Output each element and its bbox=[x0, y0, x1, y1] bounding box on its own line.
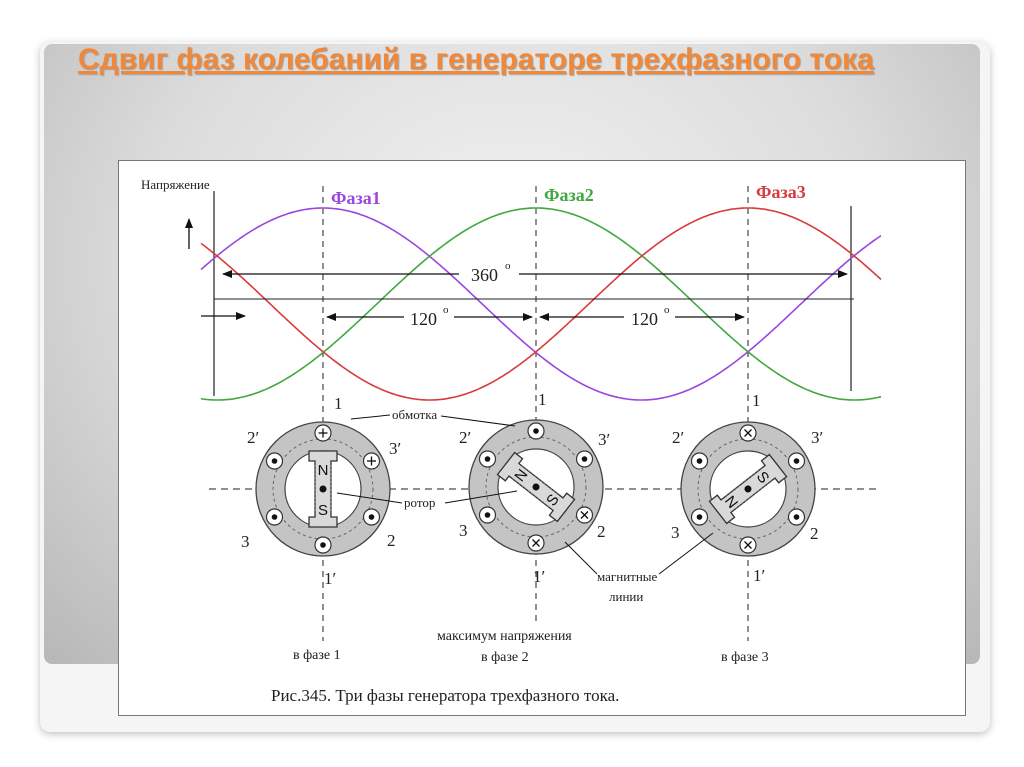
winding-leader-1 bbox=[440, 415, 516, 427]
caption-phase1: в фазе 1 bbox=[293, 648, 341, 663]
rotor-hatch bbox=[521, 465, 561, 496]
generator-phase3: SN bbox=[680, 421, 816, 557]
current-in-mark bbox=[580, 511, 589, 519]
gen3-terminal-3p: 3′ bbox=[811, 428, 823, 447]
figure-caption: Рис.345. Три фазы генератора трехфазного… bbox=[271, 686, 619, 705]
magnetic-lines-leader-1 bbox=[564, 541, 598, 575]
gen3-terminal-3: 3 bbox=[671, 523, 680, 542]
gen2-terminal-2p: 2′ bbox=[459, 428, 471, 447]
current-out-dot bbox=[271, 458, 278, 464]
shift1-degree-mark: o bbox=[443, 304, 449, 316]
gen1-terminal-2p: 2′ bbox=[247, 428, 259, 447]
shift2-label: 120 bbox=[631, 309, 658, 329]
gen1-terminal-3p: 3′ bbox=[389, 439, 401, 458]
phase2-wave bbox=[200, 207, 882, 401]
phase1-wave bbox=[200, 207, 882, 401]
magnetic-lines-label-line2: линии bbox=[609, 589, 643, 604]
rotor: NS bbox=[496, 451, 576, 523]
period-label: 360 bbox=[471, 265, 498, 285]
rotor: SN bbox=[708, 453, 788, 525]
gen3-terminal-1p: 1′ bbox=[753, 566, 765, 585]
rotor-axis bbox=[319, 485, 327, 493]
current-in-mark bbox=[744, 429, 752, 437]
shift2-degree-mark: o bbox=[664, 304, 670, 316]
winding-label: обмотка bbox=[392, 407, 437, 422]
magnetic-lines-label-line1: магнитные bbox=[597, 569, 658, 584]
gen2-terminal-3p: 3′ bbox=[598, 430, 610, 449]
current-out-dot bbox=[793, 514, 800, 520]
current-out-dot bbox=[484, 512, 491, 518]
rotor-leader-2 bbox=[444, 490, 518, 504]
rotor-axis bbox=[744, 485, 752, 493]
current-out-dot bbox=[320, 542, 326, 548]
current-out-dot bbox=[581, 456, 588, 462]
winding-leader-2 bbox=[350, 414, 391, 420]
caption-phase2-line2: в фазе 2 bbox=[481, 650, 529, 665]
current-out-dot bbox=[368, 514, 375, 520]
rotor: NS bbox=[308, 450, 338, 528]
current-in-mark bbox=[532, 539, 540, 547]
gen1-terminal-2: 2 bbox=[387, 531, 396, 550]
current-out-dot bbox=[696, 514, 703, 520]
phase1-label: Фаза1 bbox=[331, 188, 381, 208]
gen2-terminal-1: 1 bbox=[538, 390, 547, 409]
gen3-terminal-1: 1 bbox=[752, 391, 761, 410]
current-out-dot bbox=[793, 458, 800, 464]
current-in-mark bbox=[744, 541, 752, 549]
period-degree-mark: o bbox=[505, 260, 511, 272]
shift1-label: 120 bbox=[410, 309, 437, 329]
gen3-terminal-2: 2 bbox=[810, 524, 819, 543]
current-out-dot bbox=[271, 514, 278, 520]
gen2-terminal-2: 2 bbox=[597, 522, 606, 541]
generator-phase1: NS bbox=[255, 421, 391, 557]
gen1-terminal-1: 1 bbox=[334, 394, 343, 413]
y-axis-label: Напряжение bbox=[141, 177, 210, 192]
rotor-leader-1 bbox=[336, 492, 403, 504]
rotor-label: ротор bbox=[404, 495, 435, 510]
phase3-label: Фаза3 bbox=[756, 182, 806, 202]
three-phase-diagram: Напряжение Фаза1 Фаза2 Фаза3 360 o 120 o bbox=[141, 177, 882, 705]
gen1-terminal-1p: 1′ bbox=[324, 569, 336, 588]
magnetic-lines-leader-2 bbox=[658, 532, 714, 575]
pole-n-label: N bbox=[318, 462, 329, 479]
rotor-axis bbox=[532, 483, 540, 491]
phase3-wave bbox=[200, 207, 882, 401]
current-out-dot bbox=[696, 458, 703, 464]
gen2-terminal-1p: 1′ bbox=[533, 567, 545, 586]
gen1-terminal-3: 3 bbox=[241, 532, 250, 551]
pole-s-label: S bbox=[318, 502, 328, 519]
gen3-terminal-2p: 2′ bbox=[672, 428, 684, 447]
generator-phase2: NS bbox=[468, 419, 604, 555]
gen2-terminal-3: 3 bbox=[459, 521, 468, 540]
phase2-label: Фаза2 bbox=[544, 185, 594, 205]
slide-title: Сдвиг фаз колебаний в генераторе трехфаз… bbox=[78, 43, 874, 76]
figure-box: Напряжение Фаза1 Фаза2 Фаза3 360 o 120 o bbox=[118, 160, 966, 716]
current-out-dot bbox=[484, 456, 491, 462]
rotor-hatch bbox=[723, 467, 763, 498]
caption-phase3: в фазе 3 bbox=[721, 650, 769, 665]
current-out-dot bbox=[533, 428, 539, 434]
caption-phase2-line1: максимум напряжения bbox=[437, 629, 572, 644]
